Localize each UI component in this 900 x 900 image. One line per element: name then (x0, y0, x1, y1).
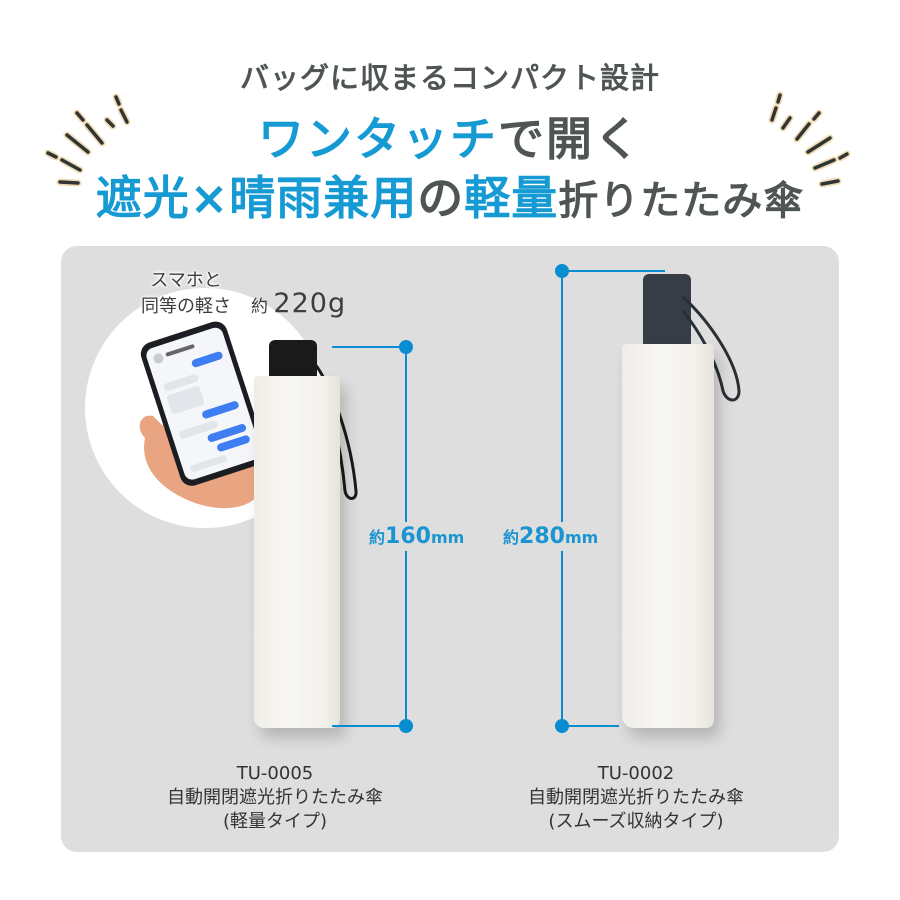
caption-tu-0002: TU-0002 自動開閉遮光折りたたみ傘 (スムーズ収納タイプ) (501, 762, 771, 834)
umbrella-handle-navy (643, 274, 691, 346)
length-unit: mm (564, 528, 599, 547)
caption-tu-0005: TU-0005 自動開閉遮光折りたたみ傘 (軽量タイプ) (150, 762, 400, 834)
dimension-line-bottom-2 (561, 725, 619, 727)
dimension-dot-bottom-1 (399, 719, 413, 733)
model-number: TU-0002 (597, 763, 675, 784)
length-label-tu-0005: 約160mm (369, 522, 465, 551)
product-name: 自動開閉遮光折りたたみ傘 (167, 787, 383, 808)
product-type: (軽量タイプ) (222, 811, 328, 832)
length-prefix: 約 (369, 528, 386, 547)
length-label-tu-0002: 約280mm (503, 522, 599, 551)
product-name: 自動開閉遮光折りたたみ傘 (528, 787, 744, 808)
length-prefix: 約 (503, 528, 520, 547)
headline-one-touch: ワンタッチ (258, 112, 498, 166)
weight-prefix: 約 (251, 297, 268, 317)
light-label-line-1: スマホと (150, 270, 222, 291)
headline-line-2: 遮光×晴雨兼用の軽量折りたたみ傘 (0, 162, 900, 228)
sparkle-lines-right-icon (768, 91, 851, 188)
dimension-dot-bottom-2 (555, 719, 569, 733)
length-unit: mm (430, 528, 465, 547)
headline-line-1: ワンタッチで開く (0, 103, 900, 169)
dimension-line-top-2 (561, 270, 665, 272)
weight-label: 約 220g (251, 288, 346, 319)
headline-no: の (417, 171, 465, 225)
dimension-line-bottom-1 (332, 725, 404, 727)
length-value: 280 (519, 524, 565, 549)
light-as-smartphone-label: スマホと 同等の軽さ (121, 268, 251, 320)
headline-folding-umbrella: 折りたたみ傘 (558, 178, 805, 224)
light-label-line-2: 同等の軽さ (141, 296, 231, 317)
length-value: 160 (385, 524, 431, 549)
headline-opens: で開く (498, 112, 642, 166)
weight-value: 220g (273, 288, 347, 319)
headline-lightweight: 軽量 (464, 171, 559, 225)
subtitle: バッグに収まるコンパクト設計 (239, 61, 660, 95)
product-type: (スムーズ収納タイプ) (548, 811, 724, 832)
product-comparison-panel: スマホと 同等の軽さ 約 220g 約160mm 約280mm TU-0 (61, 246, 839, 852)
sparkle-lines-left-icon (44, 93, 131, 187)
headline-shading: 遮光 (95, 171, 190, 225)
umbrella-body-tu-0005 (254, 376, 340, 728)
model-number: TU-0005 (236, 763, 314, 784)
headline-times: × (189, 171, 230, 225)
smartphone-in-hand-icon (139, 321, 267, 509)
headline-rain-sun: 晴雨兼用 (229, 171, 418, 225)
umbrella-body-tu-0002 (622, 344, 714, 728)
umbrella-handle-black (269, 340, 317, 380)
dimension-line-top-1 (332, 346, 404, 348)
dimension-line-vertical-2 (561, 270, 563, 726)
